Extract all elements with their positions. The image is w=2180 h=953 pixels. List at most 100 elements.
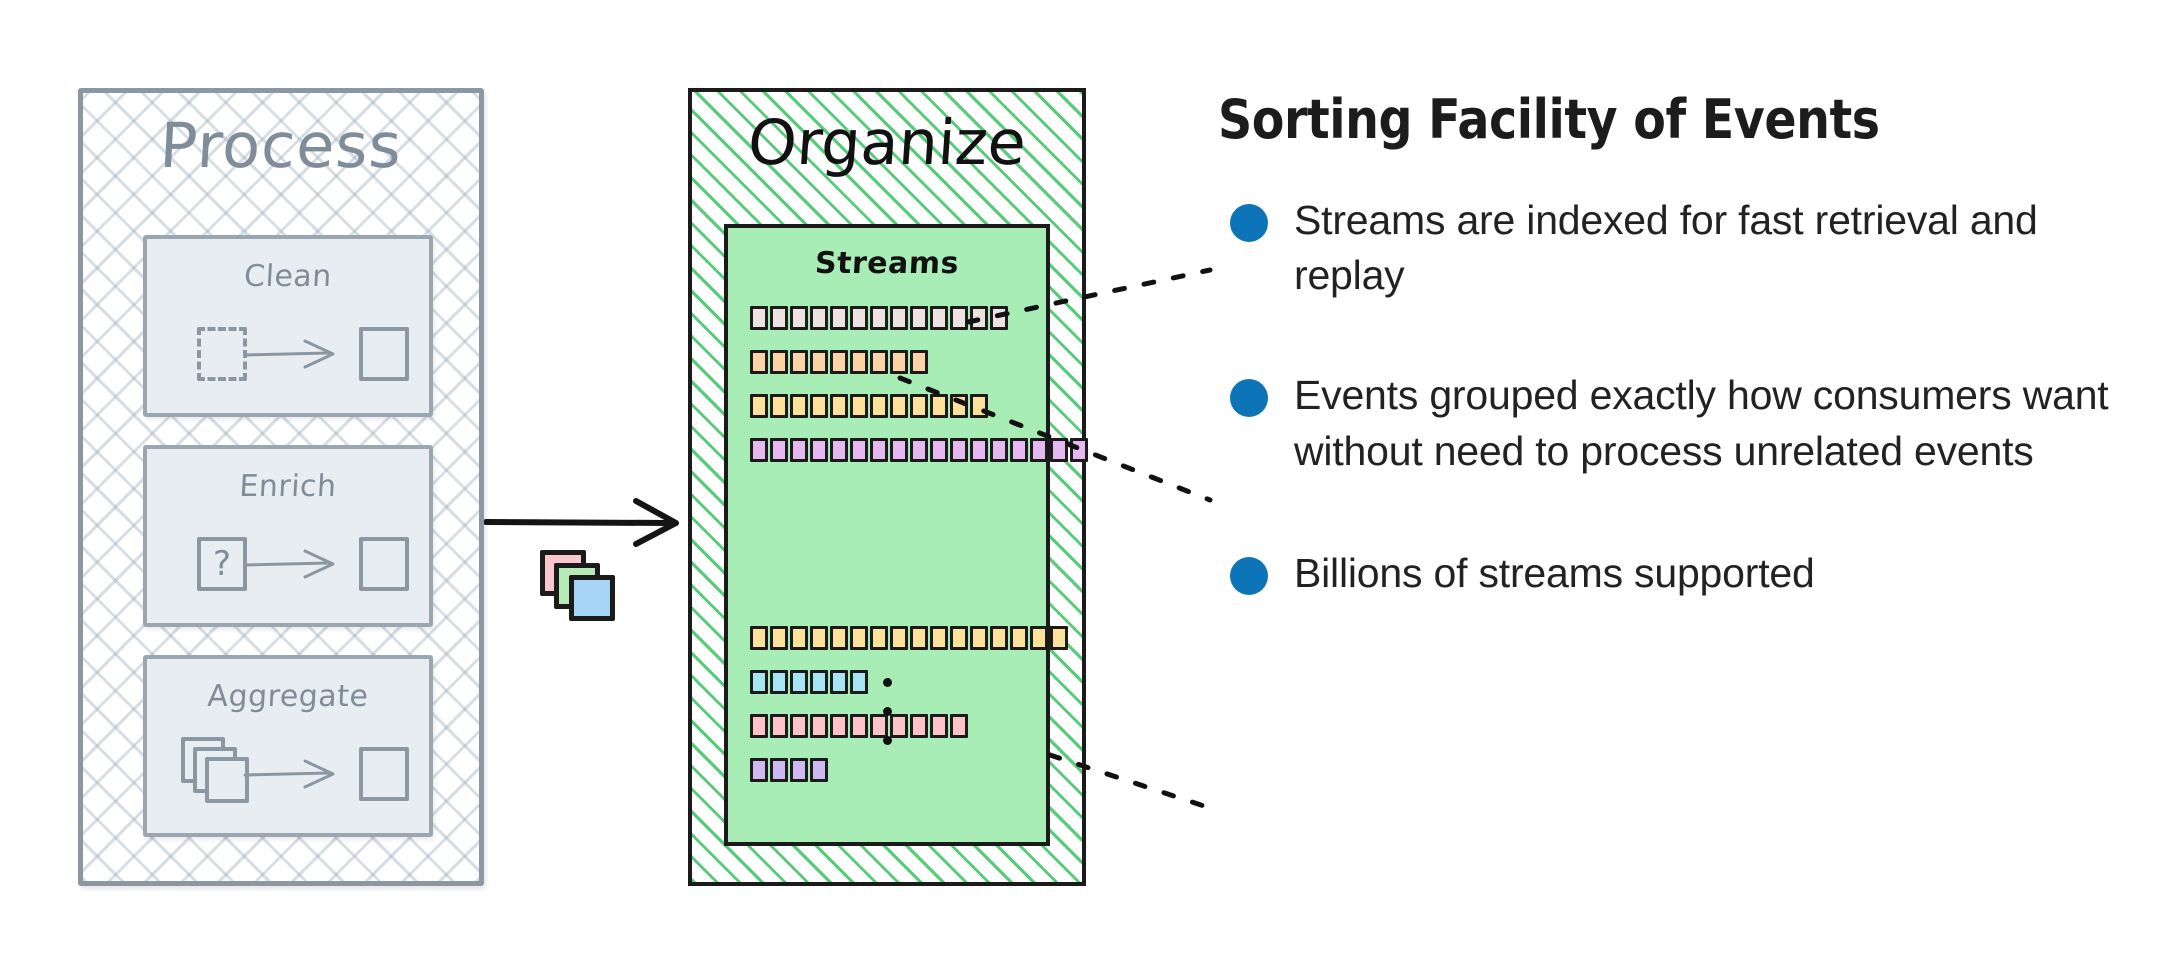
stream-segment <box>770 438 788 462</box>
stream-bar-stream-2 <box>750 350 928 374</box>
bullet-text-3: Billions of streams supported <box>1294 549 1815 596</box>
arrow-right-icon <box>243 339 335 369</box>
stream-segment <box>910 306 928 330</box>
stream-segment <box>750 306 768 330</box>
process-card-enrich[interactable]: Enrich ? <box>143 445 433 627</box>
bullet-item-1: Streams are indexed for fast retrieval a… <box>1218 193 2148 305</box>
stream-segment <box>1010 438 1028 462</box>
stream-segment <box>870 626 888 650</box>
square-icon <box>359 537 409 591</box>
stream-segment <box>790 626 808 650</box>
stream-segment <box>750 758 768 782</box>
stream-segment <box>850 714 868 738</box>
stream-segment <box>810 626 828 650</box>
stream-segment <box>930 714 948 738</box>
stream-segment <box>1030 438 1048 462</box>
stream-segment <box>810 670 828 694</box>
stream-segment <box>810 758 828 782</box>
stream-segment <box>770 350 788 374</box>
stream-segment <box>830 438 848 462</box>
arrow-right-icon <box>243 759 335 789</box>
bullet-item-2: Events grouped exactly how consumers wan… <box>1218 368 2148 480</box>
stream-segment <box>790 670 808 694</box>
page-title: Sorting Facility of Events <box>1218 88 1880 151</box>
stream-segment <box>890 350 908 374</box>
stream-segment <box>910 350 928 374</box>
stream-segment <box>750 714 768 738</box>
process-card-aggregate[interactable]: Aggregate <box>143 655 433 837</box>
stream-segment <box>950 626 968 650</box>
stream-segment <box>770 626 788 650</box>
process-card-clean[interactable]: Clean <box>143 235 433 417</box>
stream-segment <box>1010 626 1028 650</box>
stream-segment <box>810 438 828 462</box>
stream-segment <box>810 350 828 374</box>
stream-segment <box>950 714 968 738</box>
stream-segment <box>810 714 828 738</box>
stream-bar-stream-4 <box>750 438 1088 462</box>
stream-segment <box>850 438 868 462</box>
stream-segment <box>830 626 848 650</box>
stream-segment <box>790 350 808 374</box>
stream-segment <box>790 714 808 738</box>
stream-segment <box>870 306 888 330</box>
stream-segment <box>830 306 848 330</box>
stream-segment <box>930 626 948 650</box>
stream-segment <box>970 438 988 462</box>
process-card-aggregate-label: Aggregate <box>206 679 370 714</box>
stream-segment <box>890 438 908 462</box>
stream-segment <box>870 714 888 738</box>
process-card-aggregate-glyphs <box>147 737 429 815</box>
stream-segment <box>770 758 788 782</box>
stream-segment <box>990 306 1008 330</box>
stream-bar-stream-3 <box>750 394 988 418</box>
stream-segment <box>810 394 828 418</box>
stream-segment <box>990 626 1008 650</box>
bullet-dot-icon <box>1230 556 1268 595</box>
stream-bar-stream-n-2 <box>750 670 868 694</box>
stream-segment <box>790 394 808 418</box>
info-panel: Sorting Facility of Events Streams are i… <box>1218 88 2148 602</box>
stacked-cards-icon <box>540 550 622 622</box>
stream-segment <box>910 626 928 650</box>
stream-segment <box>1070 438 1088 462</box>
stream-segment <box>790 438 808 462</box>
stream-segment <box>970 394 988 418</box>
stream-bar-stream-n-3 <box>750 626 1068 650</box>
stream-segment <box>750 438 768 462</box>
stream-segment <box>910 714 928 738</box>
bullet-dot-icon <box>1230 203 1268 242</box>
bullet-text-2: Events grouped exactly how consumers wan… <box>1294 372 2109 474</box>
stream-segment <box>850 306 868 330</box>
dashed-square-icon <box>197 327 247 381</box>
stream-segment <box>830 350 848 374</box>
bullet-dot-icon <box>1230 379 1268 418</box>
stream-segment <box>890 626 908 650</box>
process-card-clean-glyphs <box>147 325 429 395</box>
arrow-right-icon <box>243 549 335 579</box>
stream-segment <box>830 394 848 418</box>
organize-panel: Organize Streams <box>688 88 1088 886</box>
stream-segment <box>930 438 948 462</box>
stream-segment <box>870 394 888 418</box>
square-icon <box>359 747 409 801</box>
stream-segment <box>810 306 828 330</box>
organize-panel-title: Organize <box>745 106 1029 179</box>
stream-segment <box>1050 626 1068 650</box>
stream-segment <box>790 306 808 330</box>
stream-segment <box>890 714 908 738</box>
stream-segment <box>970 306 988 330</box>
vertical-ellipsis-icon <box>728 658 1046 765</box>
stream-segment <box>910 394 928 418</box>
stream-segment <box>950 394 968 418</box>
stream-segment <box>850 626 868 650</box>
stream-segment <box>790 758 808 782</box>
bullet-item-3: Billions of streams supported <box>1218 546 2148 602</box>
stream-segment <box>950 306 968 330</box>
stream-segment <box>770 394 788 418</box>
stream-segment <box>850 350 868 374</box>
stream-segment <box>1050 438 1068 462</box>
stream-segment <box>950 438 968 462</box>
stream-segment <box>830 714 848 738</box>
streams-label: Streams <box>814 246 960 281</box>
